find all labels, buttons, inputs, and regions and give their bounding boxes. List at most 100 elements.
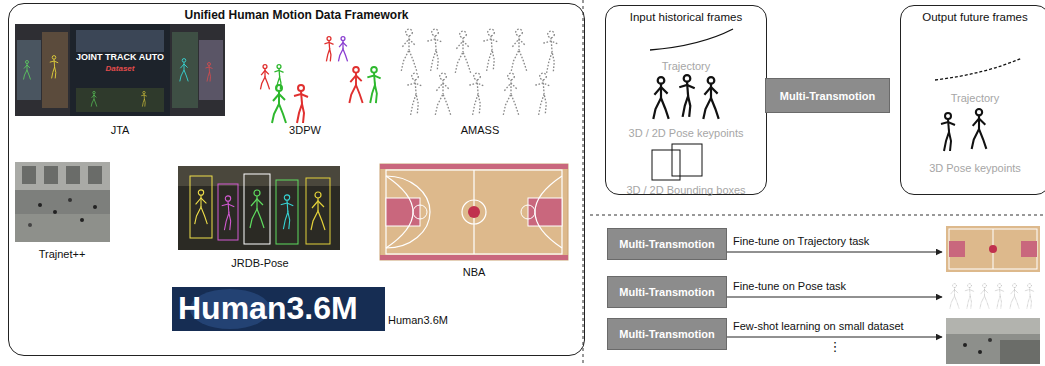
skeleton-thumbnail-part — [950, 284, 959, 309]
jta-image-part — [172, 32, 198, 108]
jrdb-image-part — [281, 195, 294, 229]
amass-skeletons-part — [503, 73, 518, 115]
amass-skeletons-part — [435, 73, 450, 115]
frames-box: Output future framesTrajectory3D Pose ke… — [900, 5, 1045, 195]
skeleton-thumbnail-part — [1025, 284, 1034, 309]
jta-image — [15, 24, 225, 116]
jrdb-image-part — [222, 196, 235, 230]
trajnet-image-part — [22, 166, 36, 184]
jta-image-part — [206, 63, 213, 82]
task-arrow-part — [727, 252, 942, 253]
3dpw-figures-part — [349, 67, 362, 103]
jta-image-part — [17, 40, 41, 100]
trajnet-image-part — [28, 223, 32, 227]
photo-thumbnail — [946, 318, 1040, 364]
jta-image-part — [180, 59, 188, 82]
nba-court-part — [521, 205, 535, 219]
skeleton-thumbnail-part — [980, 284, 989, 309]
panel-title: Unified Human Motion Data Framework — [9, 8, 584, 22]
trajnet-image-part — [66, 166, 80, 184]
jta-image-part — [91, 91, 97, 106]
nba-court-part — [535, 176, 562, 248]
nba-court-part — [380, 164, 568, 260]
h36m-logo-part — [172, 287, 385, 331]
3dpw-figures-part — [324, 37, 333, 62]
output-figures-part — [972, 109, 987, 149]
amass-skeletons-part — [535, 73, 550, 115]
nba-court-part — [386, 170, 562, 254]
3dpw-figures-part — [260, 65, 269, 90]
task-label: Fine-tune on Pose task — [733, 280, 846, 293]
dataset-name: Trajnet++ — [0, 248, 162, 261]
amass-skeletons-part — [401, 29, 416, 71]
jrdb-image-part — [190, 176, 212, 238]
output-figures-part — [935, 58, 1022, 80]
jrdb-image-part — [244, 174, 270, 244]
trajnet-image-part — [88, 166, 102, 184]
dataset-name: JTA — [20, 124, 220, 137]
nba-court-part — [462, 200, 486, 224]
amass-skeletons-part — [407, 73, 422, 115]
trajnet-image-part — [93, 205, 97, 209]
model-name: Multi-Transmotion — [619, 328, 714, 340]
nba-court-part — [413, 205, 427, 219]
ellipsis: ⋮ — [735, 340, 935, 355]
amass-skeletons — [401, 29, 558, 115]
court-thumbnail-part — [946, 226, 1040, 272]
nba-court-part — [386, 176, 430, 248]
dataset-name: NBA — [374, 266, 574, 279]
trajnet-image-part — [53, 210, 57, 214]
model-box: Multi-Transmotion — [607, 228, 727, 260]
nba-court-part — [380, 255, 568, 260]
court-thumbnail-part — [1021, 241, 1037, 257]
box-title: Input historical frames — [606, 11, 766, 23]
amass-skeletons-part — [455, 31, 470, 73]
box-title: Output future frames — [901, 11, 1045, 23]
frames-box: Input historical framesTrajectory3D / 2D… — [605, 5, 767, 195]
model-box: Multi-Transmotion — [765, 78, 890, 113]
h36m-logo-part — [172, 287, 385, 331]
logo-text: Human3.6M — [178, 290, 358, 327]
dataset-name: Human3.6M — [388, 314, 448, 327]
trajnet-image-part — [15, 162, 110, 242]
model-box: Multi-Transmotion — [607, 276, 727, 308]
input-output-type: 3D / 2D Pose keypoints — [606, 127, 766, 139]
jta-image-part — [76, 30, 164, 52]
jta-image-part — [199, 40, 223, 100]
model-name: Multi-Transmotion — [619, 238, 714, 250]
task-arrow — [727, 252, 942, 337]
skeleton-thumbnail-part — [965, 284, 974, 309]
input-output-type: 3D / 2D Bounding boxes — [606, 184, 766, 196]
jrdb-image-part — [250, 190, 264, 228]
3dpw-figures-part — [367, 67, 380, 103]
model-box: Multi-Transmotion — [607, 318, 727, 350]
nba-court-part — [380, 164, 568, 169]
logo-text: Dataset — [20, 64, 220, 73]
logo-text: JOINT TRACK AUTO — [20, 52, 220, 62]
trajnet-image — [15, 162, 110, 242]
amass-skeletons-part — [511, 29, 526, 71]
photo-thumbnail-part — [963, 343, 967, 347]
3dpw-figures — [260, 37, 380, 123]
skeleton-thumbnail — [946, 280, 1040, 312]
jrdb-image — [178, 166, 340, 250]
3dpw-figures-part — [338, 37, 347, 62]
dataset-name: 3DPW — [205, 124, 405, 137]
skeleton-thumbnail-part — [946, 280, 1040, 312]
court-thumbnail-part — [949, 229, 1037, 269]
nba-court-part — [528, 198, 562, 226]
court-thumbnail-part — [949, 241, 965, 257]
skeleton-thumbnail-part — [995, 284, 1004, 309]
output-figures — [935, 58, 1022, 151]
trajnet-image-part — [80, 218, 84, 222]
amass-skeletons-part — [427, 29, 442, 71]
dataset-name: AMASS — [380, 124, 580, 137]
jrdb-image-part — [311, 192, 325, 230]
jrdb-image-part — [218, 184, 238, 240]
trajnet-image-part — [15, 162, 110, 190]
jrdb-image-part — [195, 190, 208, 224]
model-name: Multi-Transmotion — [780, 90, 875, 102]
model-name: Multi-Transmotion — [619, 286, 714, 298]
skeleton-thumbnail-part — [1010, 284, 1019, 309]
divider — [583, 0, 1045, 366]
